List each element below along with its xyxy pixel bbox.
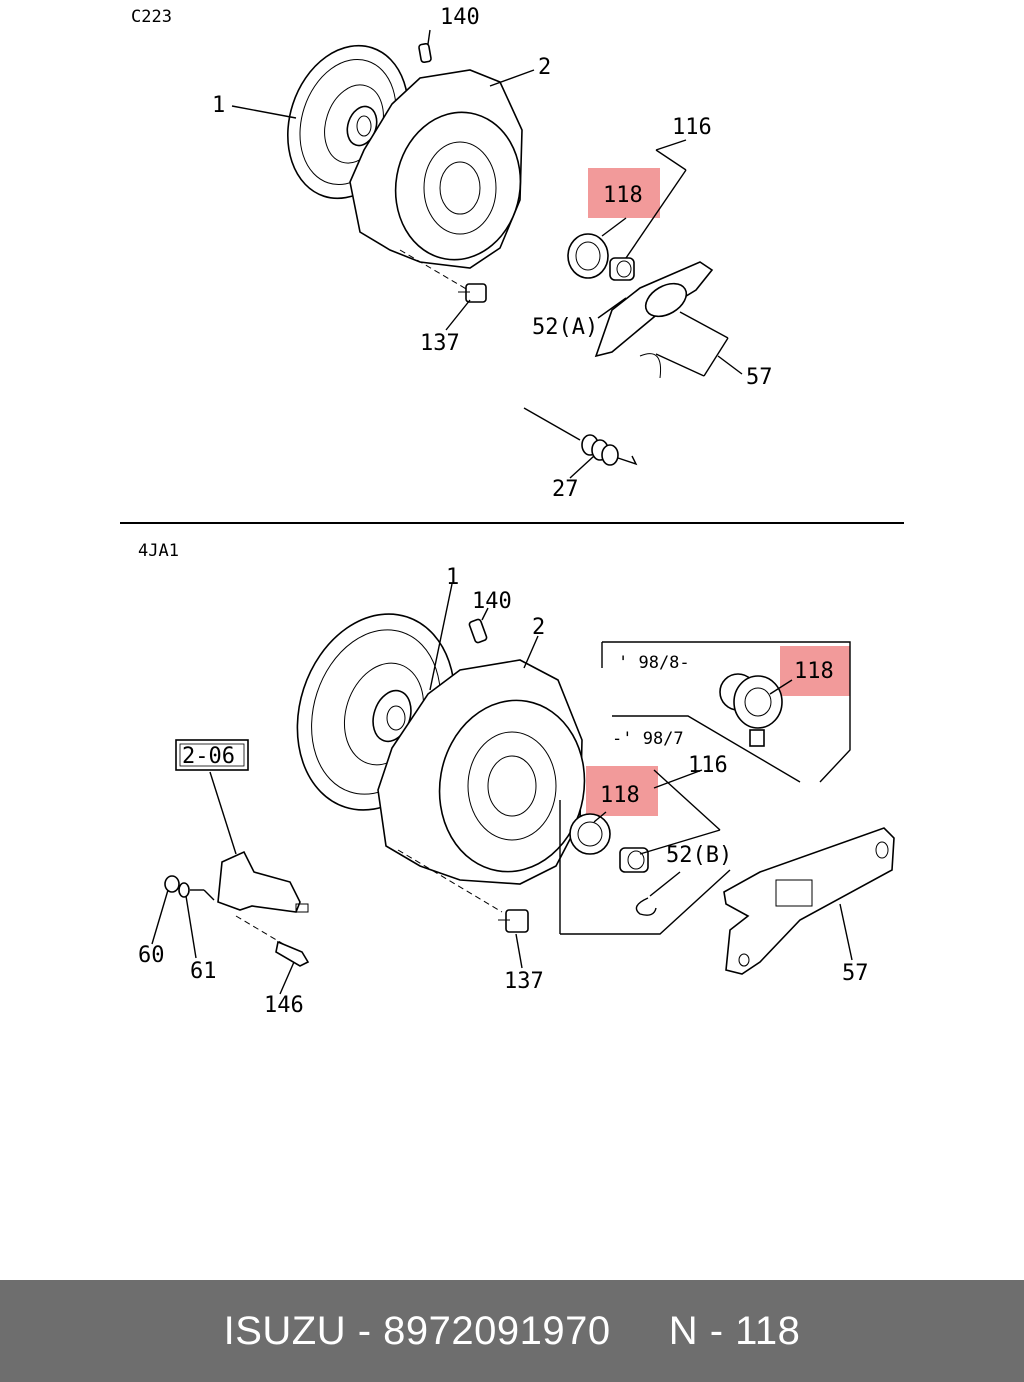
label-60: 60 [138,943,165,968]
variant-inset-frame [602,641,851,783]
label-2-top: 2 [538,55,551,80]
label-2-bottom: 2 [532,615,545,640]
slave-cylinder [164,850,309,913]
dowel-pin-bottom [468,618,488,644]
footer-separator: - [346,1308,384,1353]
label-116-bottom: 116 [688,753,728,778]
highlight-118-bottom-a [780,646,850,696]
label-61: 61 [190,959,217,984]
label-1-top: 1 [212,93,225,118]
bolt-137-bottom [498,909,529,933]
release-bearing-new [719,673,783,747]
highlight-118-bottom-b [586,766,658,816]
label-98-new: ' 98/8- [618,653,690,673]
label-52a-top: 52(A) [532,315,598,340]
label-98-old: -' 98/7 [612,729,684,749]
label-118-bottom-b: 118 [600,783,640,808]
label-57-top: 57 [746,365,773,390]
release-fork-top [594,261,714,379]
label-140-top: 140 [440,5,480,30]
highlight-118-top [588,168,660,218]
footer-brand: ISUZU [223,1308,347,1353]
label-118-top: 118 [603,183,643,208]
label-ref-2-06: 2-06 [182,744,235,769]
clip-52b [635,897,657,916]
release-bearing-top [567,233,635,281]
footer-part-number: 8972091970 [383,1308,611,1353]
label-1-bottom: 1 [446,565,459,590]
dowel-pin-top [418,42,432,64]
footer-suffix: N - 118 [668,1308,801,1353]
label-137-top: 137 [420,331,460,356]
label-146: 146 [264,993,304,1018]
release-bearing-old [569,813,649,873]
label-27-top: 27 [552,477,579,502]
ref-box-2-06 [175,739,249,771]
pressure-plate-top [349,69,523,269]
section-code-top: C223 [131,7,172,27]
section-code-bottom: 4JA1 [138,541,179,561]
part-number-footer: ISUZU - 8972091970 N - 118 [0,1280,1024,1382]
label-140-bottom: 140 [472,589,512,614]
label-57-bottom: 57 [842,961,869,986]
label-137-bottom: 137 [504,969,544,994]
label-118-bottom-a: 118 [794,659,834,684]
label-116-top: 116 [672,115,712,140]
bolt-146 [235,915,310,967]
release-fork-bottom [723,827,895,975]
pressure-plate-bottom [377,659,586,885]
spring-27 [523,407,638,466]
label-52b-bottom: 52(B) [666,843,732,868]
bolt-137-top [458,283,487,303]
parts-diagram: C223 [120,5,904,1018]
